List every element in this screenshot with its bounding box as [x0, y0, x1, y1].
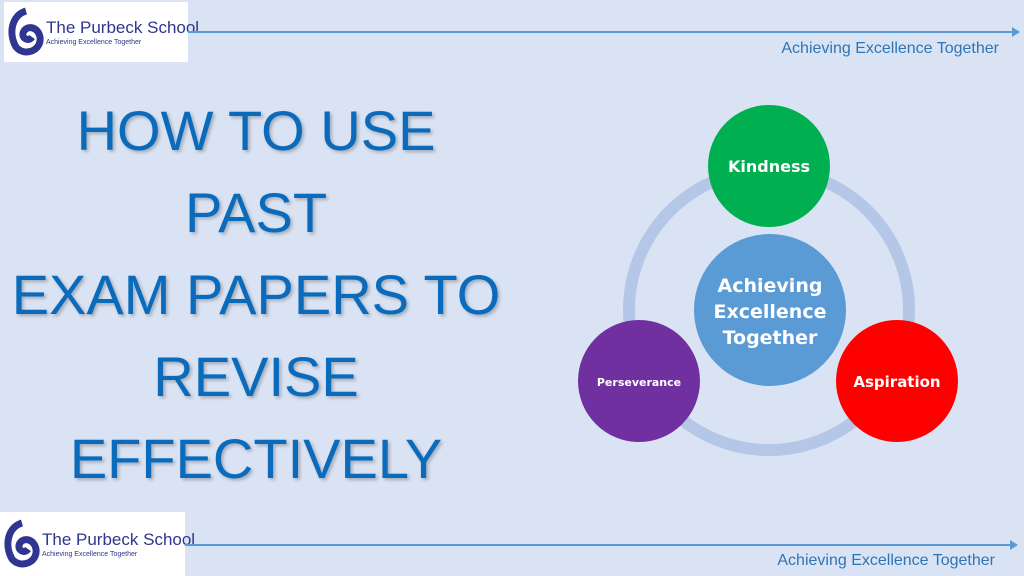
school-name: The Purbeck School — [46, 17, 200, 37]
header-arrow-line — [188, 27, 1020, 37]
title-line: EXAM PAPERS TO — [11, 263, 501, 326]
kindness-circle — [708, 105, 830, 227]
center-label-line: Together — [723, 327, 818, 349]
school-logo-bottom: The Purbeck School Achieving Excellence … — [0, 512, 195, 576]
kindness-label: Kindness — [728, 157, 810, 176]
school-logo-top: The Purbeck School Achieving Excellence … — [4, 2, 199, 62]
title-line: EFFECTIVELY — [69, 427, 443, 490]
title-line: REVISE — [153, 345, 359, 408]
center-circle — [694, 234, 846, 386]
nautilus-shell-icon — [8, 7, 44, 56]
center-label-line: Achieving — [718, 275, 823, 297]
school-name: The Purbeck School — [42, 529, 196, 549]
aspiration-circle — [836, 320, 958, 442]
footer-motto: Achieving Excellence Together — [777, 552, 995, 569]
footer-arrow-line — [185, 540, 1018, 550]
title-line: HOW TO USE PAST — [76, 99, 436, 244]
header-motto: Achieving Excellence Together — [781, 40, 999, 57]
school-tagline: Achieving Excellence Together — [46, 38, 142, 46]
perseverance-label: Perseverance — [597, 376, 681, 389]
center-label-line: Excellence — [714, 301, 827, 323]
nautilus-shell-icon — [4, 519, 40, 568]
school-tagline: Achieving Excellence Together — [42, 550, 138, 558]
aspiration-label: Aspiration — [853, 373, 940, 391]
slide-title: HOW TO USE PAST EXAM PAPERS TO REVISE EF… — [0, 90, 512, 500]
perseverance-circle — [578, 320, 700, 442]
